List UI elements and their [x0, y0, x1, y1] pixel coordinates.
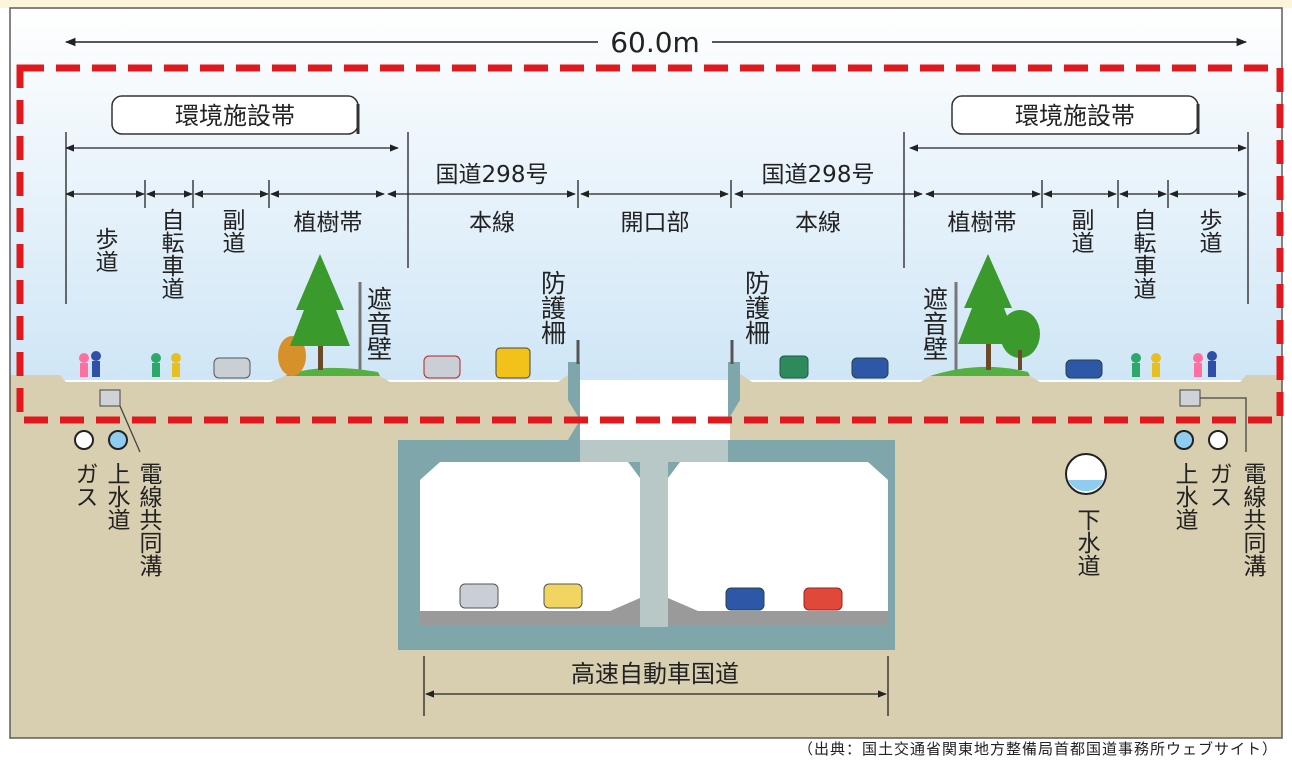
- gas-label-left: ガス: [71, 462, 97, 508]
- tunnel-vehicles: [459, 583, 843, 611]
- source-caption: （出典：国土交通省関東地方整備局首都国道事務所ウェブサイト）: [797, 740, 1278, 758]
- label-bike-lane-left: 自転車道: [157, 208, 185, 300]
- label-sidewalk-right: 歩道: [1195, 208, 1223, 254]
- tree-left: [278, 254, 380, 376]
- water-label-right: 上水道: [1171, 462, 1199, 531]
- expressway-dimension: [423, 656, 889, 716]
- label-route-left: 国道298号: [436, 162, 549, 188]
- cable-trench-label-left: 電線共同溝: [135, 462, 163, 577]
- sewer-label: 下水道: [1073, 508, 1101, 577]
- guard-fence-label-right: 防護柵: [742, 270, 771, 345]
- gas-label-right: ガス: [1205, 462, 1231, 508]
- water-label-left: 上水道: [103, 462, 131, 531]
- section-labels-right: 国道298号 本線 植樹帯 副道 自転車道 歩道: [762, 162, 1223, 300]
- env-band-left: 環境施設帯: [111, 95, 360, 135]
- noise-barrier-label-right: 遮音壁: [920, 286, 949, 361]
- utilities-right: [1065, 389, 1247, 495]
- label-side-road-left: 副道: [218, 208, 246, 254]
- expressway-label: 高速自動車国道: [571, 660, 739, 688]
- guard-fence-label-left: 防護柵: [538, 270, 567, 345]
- label-planting-right: 植樹帯: [948, 210, 1017, 236]
- svg-text:環境施設帯: 環境施設帯: [1015, 102, 1135, 130]
- section-labels-left: 歩道 自転車道 副道 植樹帯 国道298号 本線 開口部: [91, 162, 690, 300]
- tree-right: [930, 254, 1040, 376]
- label-sidewalk-left: 歩道: [91, 227, 119, 273]
- label-main-line-right: 本線: [795, 210, 841, 236]
- label-main-line-left: 本線: [469, 210, 515, 236]
- noise-barrier-label-left: 遮音壁: [364, 286, 393, 361]
- pedestrians-cyclists: [79, 351, 1217, 377]
- utilities-left: [74, 389, 141, 453]
- label-bike-lane-right: 自転車道: [1129, 208, 1157, 300]
- svg-text:環境施設帯: 環境施設帯: [175, 102, 295, 130]
- label-opening: 開口部: [621, 210, 690, 236]
- width-label: 60.0m: [610, 26, 700, 59]
- label-route-right: 国道298号: [762, 162, 875, 188]
- surface-vehicles: [213, 347, 1103, 379]
- cable-trench-label-right: 電線共同溝: [1239, 462, 1267, 577]
- env-band-right: 環境施設帯: [951, 95, 1200, 135]
- surface-highlight-box: [16, 64, 1284, 424]
- label-planting-left: 植樹帯: [294, 210, 363, 236]
- label-side-road-right: 副道: [1067, 208, 1095, 254]
